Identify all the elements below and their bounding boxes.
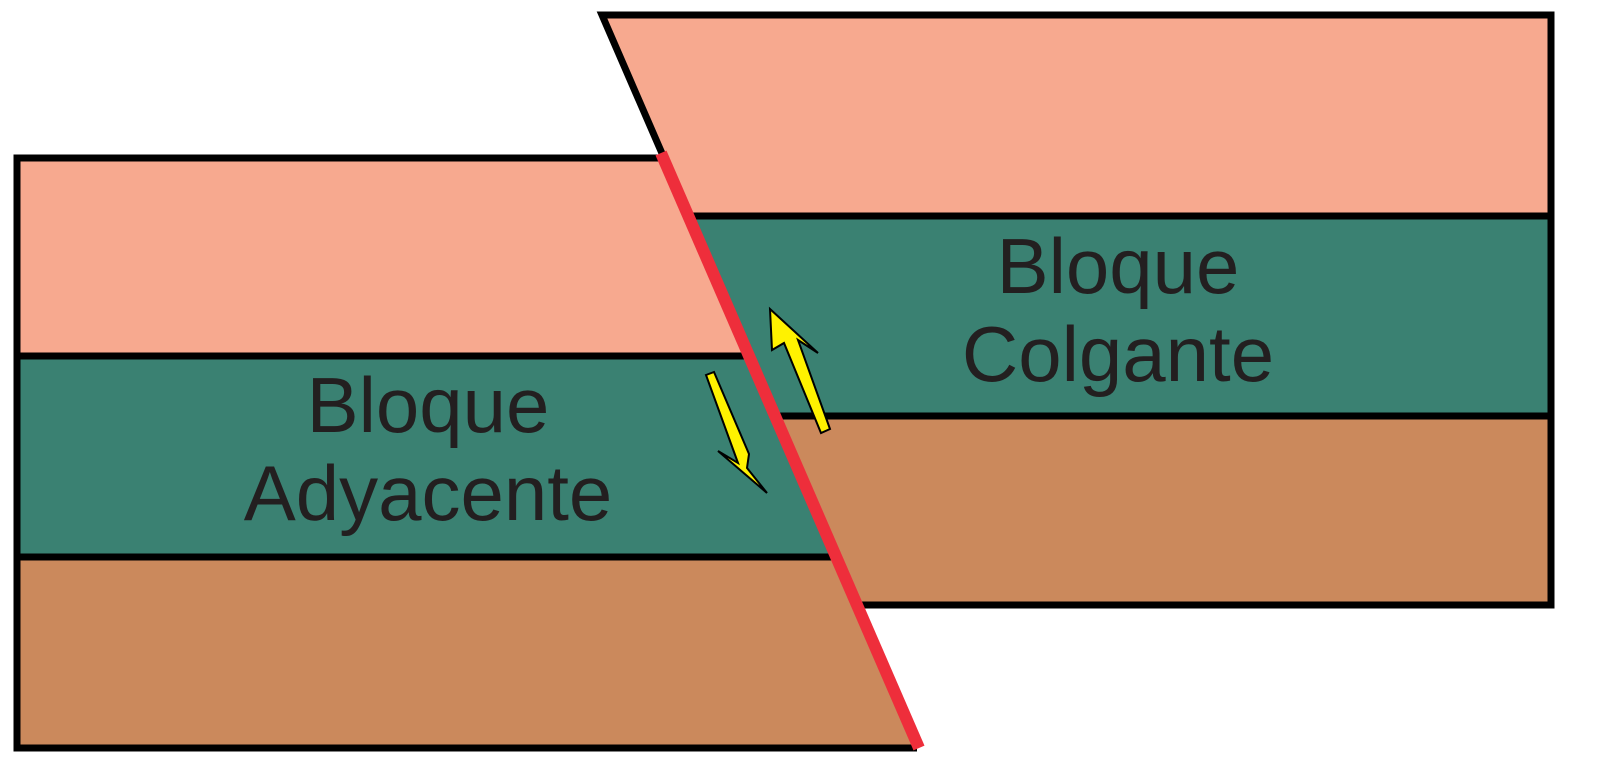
footwall-layer-middle — [17, 356, 835, 557]
hangingwall-layer-middle — [688, 216, 1551, 416]
footwall-label-line2: Adyacente — [244, 449, 613, 537]
footwall-layer-bottom — [17, 557, 917, 748]
half-arrow-down-icon — [704, 370, 768, 494]
hangingwall-label-line2: Colgante — [962, 310, 1274, 398]
hangingwall-block — [596, 11, 1555, 609]
fault-line — [655, 150, 925, 751]
footwall-block — [13, 154, 917, 752]
hangingwall-layer-top — [602, 15, 1551, 216]
hangingwall-layer-bottom — [774, 416, 1551, 605]
hangingwall-outline — [596, 11, 1555, 609]
hangingwall-label-line1: Bloque — [997, 222, 1240, 310]
footwall-layer-top — [17, 158, 749, 356]
half-arrow-up-icon — [768, 306, 832, 435]
footwall-outline — [13, 154, 917, 752]
footwall-label-line1: Bloque — [307, 361, 550, 449]
